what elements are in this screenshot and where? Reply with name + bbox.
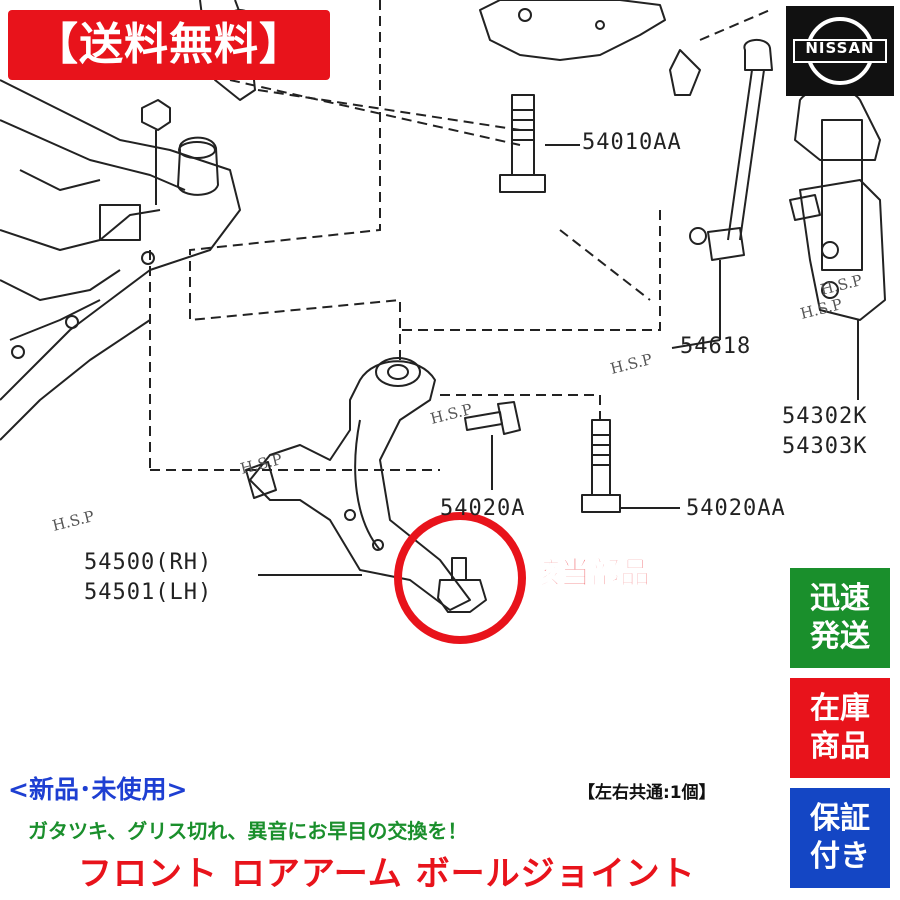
in-stock-badge: 在庫 商品 <box>788 676 892 780</box>
condition-label: <新品･未使用> <box>8 775 188 804</box>
bolt-54010aa-drawing <box>499 94 580 193</box>
free-shipping-banner: 【送料無料】 <box>8 10 330 80</box>
part-label-54500-rh: 54500(RH) <box>84 550 213 575</box>
nissan-ring-icon <box>790 17 890 85</box>
lower-arm-drawing <box>245 357 487 613</box>
part-label-54303k: 54303K <box>782 434 868 459</box>
quantity-label: 【左右共通:1個】 <box>578 783 716 803</box>
callout-circle <box>394 512 526 644</box>
badge-line: 付き <box>810 839 870 874</box>
product-name: フロント ロアアーム ボールジョイント <box>78 854 696 894</box>
target-part-label: 該当部品 <box>530 556 651 592</box>
upper-mount-drawing <box>479 0 701 96</box>
warranty-badge: 保証 付き <box>788 786 892 890</box>
part-label-54020a: 54020A <box>440 496 526 521</box>
nissan-logo: NISSAN <box>786 6 894 96</box>
stabilizer-link-drawing <box>671 39 773 349</box>
part-label-54020aa: 54020AA <box>686 496 786 521</box>
strut-drawing <box>789 87 886 400</box>
nissan-logo-text: NISSAN <box>805 39 875 57</box>
guide-lines <box>149 0 771 471</box>
badge-line: 保証 <box>810 801 870 836</box>
badge-line: 発送 <box>810 619 870 654</box>
part-label-54010aa: 54010AA <box>582 130 682 155</box>
slogan-text: ガタツキ、グリス切れ、異音にお早目の交換を！ <box>28 819 468 843</box>
badge-line: 商品 <box>810 729 870 764</box>
part-label-54501-lh: 54501(LH) <box>84 580 213 605</box>
bolt-54020a-drawing <box>464 401 521 490</box>
part-label-54302k: 54302K <box>782 404 868 429</box>
badge-line: 迅速 <box>810 581 870 616</box>
fast-shipping-badge: 迅速 発送 <box>788 566 892 670</box>
bolt-54020aa-drawing <box>581 419 680 513</box>
badge-line: 在庫 <box>810 691 870 726</box>
part-label-54618: 54618 <box>680 334 752 359</box>
